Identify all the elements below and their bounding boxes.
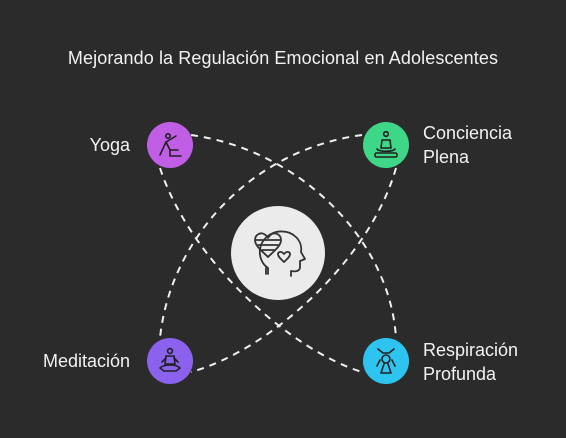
connector-yoga-respiracion [190,134,397,339]
conciencia-label-line2: Plena [423,147,470,167]
respiracion-node [363,338,409,384]
page-title: Mejorando la Regulación Emocional en Ado… [67,48,499,68]
respiracion-label: Respiración Profunda [423,338,553,386]
yoga-label: Yoga [89,135,130,155]
conciencia-label: Conciencia Plena [423,121,553,169]
yoga-circle [147,122,193,168]
respiracion-label-line2: Profunda [423,364,497,384]
conciencia-node [363,122,409,168]
mindfulness-icon [374,130,398,158]
connector-conciencia-meditacion-inner [190,167,397,373]
connector-conciencia-meditacion [159,134,363,339]
yoga-pose-icon [159,133,182,157]
conciencia-circle [363,122,409,168]
head-heart-icon [254,230,306,277]
meditacion-label: Meditación [42,351,130,371]
yoga-node [147,122,193,168]
breathing-icon [376,348,396,374]
conciencia-label-line1: Conciencia [423,123,513,143]
connector-yoga-respiracion-inner [159,167,363,373]
center-node [231,206,325,300]
meditacion-node [147,338,193,384]
respiracion-label-line1: Respiración [423,340,519,360]
meditation-icon [159,347,181,372]
connector-lines [159,134,397,373]
meditacion-circle [147,338,193,384]
respiracion-circle [363,338,409,384]
